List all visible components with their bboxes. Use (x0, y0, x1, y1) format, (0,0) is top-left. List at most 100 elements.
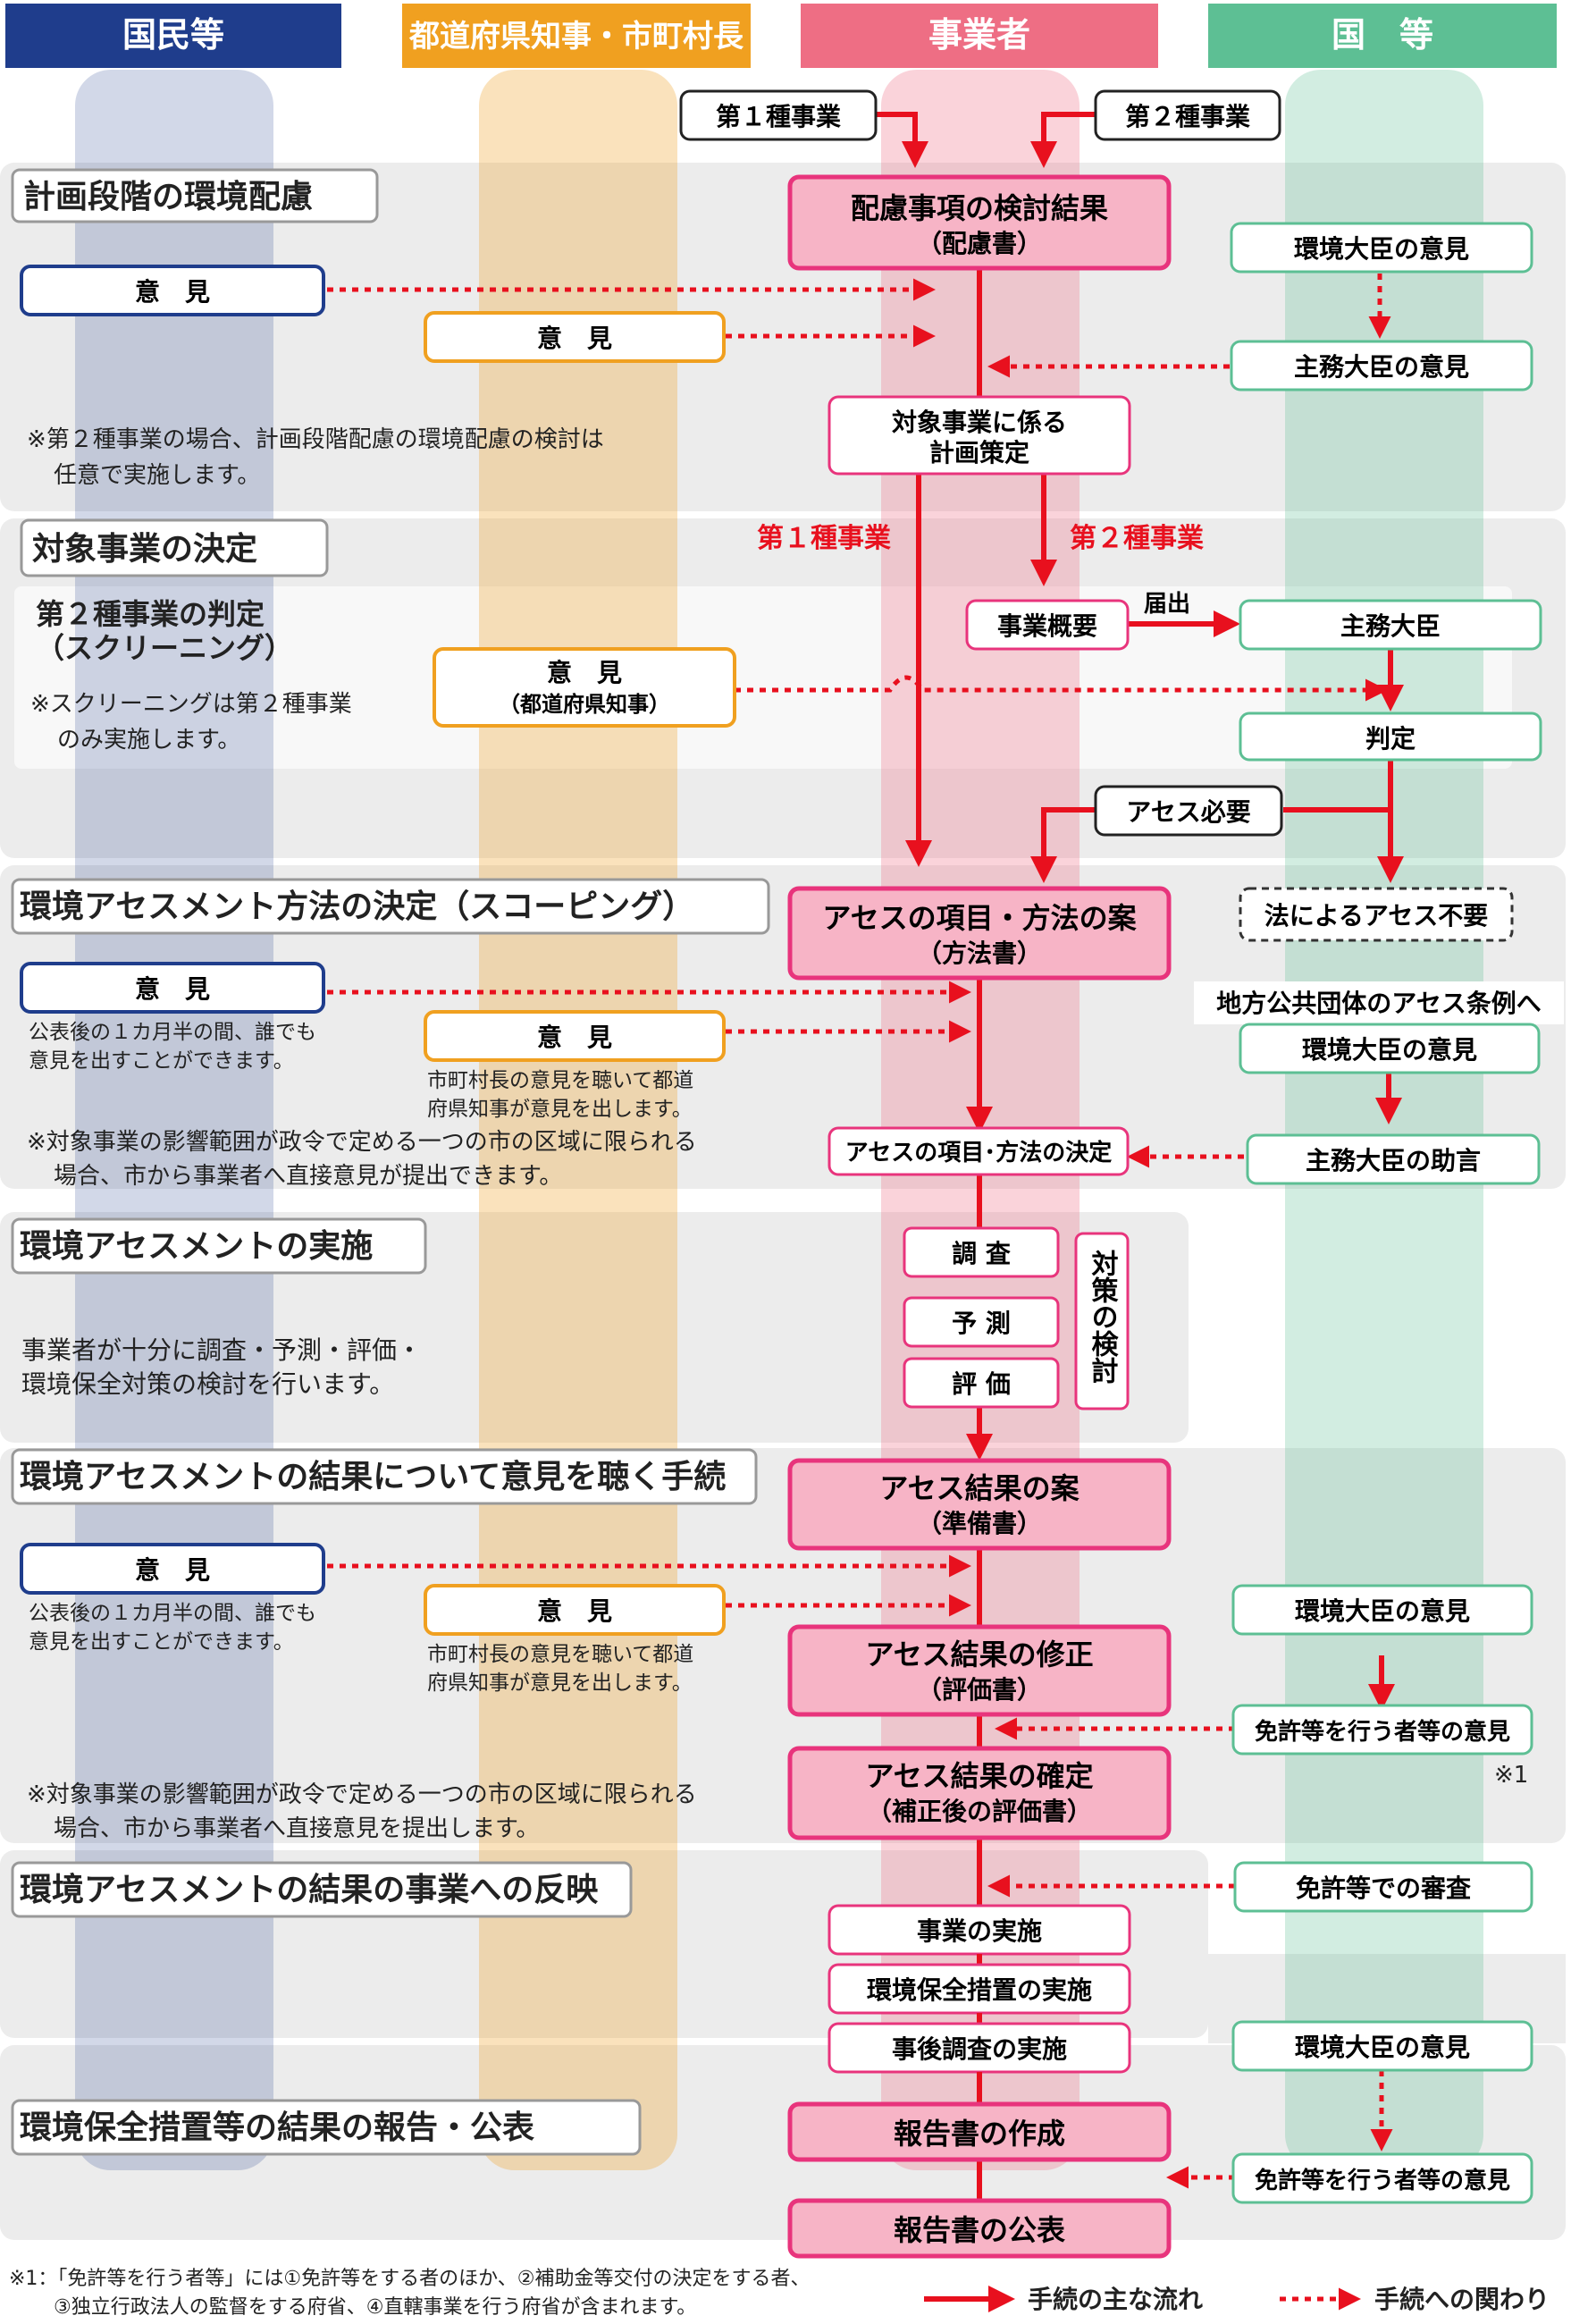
section-scoping-nodes: アセスの項目・方法の案 （方法書） 法によるアセス不要 地方公共団体のアセス条例… (20, 886, 1564, 1190)
measures-review: 対策の検討 (1087, 1250, 1119, 1384)
final-doc-title: アセス結果の確定 (865, 1759, 1093, 1793)
section-title-reflection: 環境アセスメントの結果の事業への反映 (20, 1872, 598, 1908)
section-implementation-nodes: 調 査 予 測 評 価 対策の検討 事業者が十分に調査・予測・評価・ 環境保全対… (21, 1226, 1130, 1410)
governor-note-2-line2: 府県知事が意見を出します。 (427, 1098, 693, 1121)
implementation-desc-line1: 事業者が十分に調査・予測・評価・ (21, 1335, 422, 1365)
project-outline: 事業概要 (997, 611, 1097, 641)
opinion-note-line2: 場合、市から事業者へ直接意見を提出します。 (54, 1815, 539, 1842)
related-flow-lines (327, 274, 1393, 2189)
section-title-target-decision: 対象事業の決定 (32, 531, 257, 568)
competent-minister-screening: 主務大臣 (1340, 611, 1441, 641)
governor-note-3-line2: 府県知事が意見を出します。 (427, 1671, 693, 1695)
consideration-doc-sub: （配慮書） (917, 229, 1042, 258)
consideration-doc-title: 配慮事項の検討結果 (851, 191, 1108, 225)
plan-formulation-line2: 計画策定 (929, 438, 1029, 467)
citizen-note-3-line1: 公表後の１カ月半の間、誰でも (29, 1602, 316, 1625)
env-minister-opinion-1: 環境大臣の意見 (1294, 234, 1469, 264)
revision-doc-sub: （評価書） (917, 1675, 1042, 1705)
section-title-opinion-procedure: 環境アセスメントの結果について意見を聴く手続 (20, 1459, 726, 1495)
planning-note-line2: 任意で実施します。 (54, 462, 260, 489)
scoping-note-line2: 場合、市から事業者へ直接意見が提出できます。 (54, 1163, 562, 1190)
post-survey: 事後調査の実施 (892, 2034, 1067, 2064)
plan-formulation-line1: 対象事業に係る (892, 408, 1067, 437)
evaluation: 評 価 (952, 1369, 1011, 1399)
planning-note-line1: ※第２種事業の場合、計画段階配慮の環境配慮の検討は (27, 426, 604, 453)
screening-note-line1: ※スクリーニングは第２種事業 (30, 691, 352, 718)
section-title-scoping: 環境アセスメント方法の決定（スコーピング） (20, 888, 694, 925)
report-publication: 報告書の公表 (894, 2213, 1065, 2247)
prep-doc-title: アセス結果の案 (879, 1471, 1080, 1505)
legend-main-label: 手続の主な流れ (1028, 2285, 1203, 2314)
report-creation: 報告書の作成 (894, 2117, 1065, 2151)
type2-branch-label: 第２種事業 (1070, 523, 1204, 554)
licensing-review: 免許等での審査 (1296, 1874, 1471, 1903)
assessment-not-required: 法によるアセス不要 (1264, 901, 1489, 930)
type1-project: 第１種事業 (716, 102, 841, 131)
governor-note-3-line1: 市町村長の意見を聴いて都道 (427, 1643, 693, 1666)
screening-note-line2: のみ実施します。 (57, 727, 240, 754)
notify-label: 届出 (1144, 591, 1190, 618)
section-target-nodes: 第１種事業 第２種事業 第２種事業の判定 （スクリーニング） ※スクリーニングは… (30, 523, 1542, 837)
section-title-implementation: 環境アセスメントの実施 (20, 1228, 373, 1265)
governor-screening-opinion: 意 見 (547, 658, 622, 687)
competent-minister-opinion-1: 主務大臣の意見 (1294, 352, 1469, 382)
column-header-citizens: 国民等 (122, 15, 224, 55)
section-opinion-nodes: アセス結果の案 （準備書） 意 見 公表後の１カ月半の間、誰でも 意見を出すこと… (20, 1458, 1533, 1842)
footnote-mark-1: ※1 (1494, 1762, 1528, 1789)
governor-screening-opinion-sub: （都道府県知事） (499, 692, 670, 717)
licensing-opinion-1: 免許等を行う者等の意見 (1255, 1718, 1510, 1746)
citizen-note-2-line1: 公表後の１カ月半の間、誰でも (29, 1021, 316, 1044)
section-planning-nodes: 配慮事項の検討結果 （配慮書） 環境大臣の意見 主務大臣の意見 意 見 意 見 … (20, 174, 1533, 489)
footnote-line1: ※1：「免許等を行う者等」には①免許等をする者のほか、②補助金等交付の決定をする… (9, 2268, 810, 2290)
implementation-desc-line2: 環境保全対策の検討を行います。 (21, 1369, 394, 1399)
licensing-opinion-2: 免許等を行う者等の意見 (1255, 2167, 1510, 2194)
footer: ※1：「免許等を行う者等」には①免許等をする者のほか、②補助金等交付の決定をする… (9, 2268, 1550, 2319)
assessment-required: アセス必要 (1126, 797, 1250, 827)
competent-minister-advice: 主務大臣の助言 (1306, 1146, 1481, 1175)
project-implementation: 事業の実施 (917, 1916, 1042, 1946)
top-type-boxes: 第１種事業 第２種事業 (679, 89, 1281, 141)
legend-related-label: 手続への関わり (1374, 2285, 1550, 2314)
revision-doc-title: アセス結果の修正 (865, 1638, 1093, 1671)
section-title-planning: 計画段階の環境配慮 (23, 179, 313, 215)
column-header-governors: 都道府県知事・市町村長 (408, 19, 744, 55)
citizen-note-3-line2: 意見を出すことができます。 (29, 1630, 294, 1654)
section-titles: 計画段階の環境配慮 対象事業の決定 環境アセスメント方法の決定（スコーピング） … (11, 168, 770, 2156)
column-headers: 国民等 都道府県知事・市町村長 事業者 国 等 (5, 4, 1557, 68)
opinion-note-line1: ※対象事業の影響範囲が政令で定める一つの市の区域に限られる (27, 1781, 697, 1808)
governor-opinion-1: 意 見 (537, 324, 612, 353)
env-minister-opinion-3: 環境大臣の意見 (1295, 1596, 1470, 1626)
measures-implementation: 環境保全措置の実施 (867, 1975, 1092, 2005)
section-reflection-nodes: 免許等での審査 事業の実施 環境保全措置の実施 事後調査の実施 (828, 1861, 1533, 2104)
forecast: 予 測 (952, 1309, 1011, 1338)
method-doc-sub: （方法書） (917, 939, 1042, 968)
method-decision: アセスの項目･方法の決定 (845, 1139, 1112, 1166)
env-minister-opinion-4: 環境大臣の意見 (1295, 2033, 1470, 2062)
citizen-note-2-line2: 意見を出すことができます。 (29, 1049, 294, 1073)
type2-project: 第２種事業 (1125, 102, 1250, 131)
citizen-opinion-3: 意 見 (135, 1555, 210, 1585)
survey: 調 査 (952, 1239, 1011, 1268)
screening-judgment: 判定 (1365, 724, 1416, 754)
governor-opinion-2: 意 見 (537, 1023, 612, 1052)
governor-opinion-3: 意 見 (537, 1596, 612, 1626)
footnote-line2: ③独立行政法人の監督をする府省、④直轄事業を行う府省が含まれます。 (54, 2296, 696, 2319)
main-flow-lines (876, 112, 1404, 2206)
env-minister-opinion-2: 環境大臣の意見 (1302, 1035, 1477, 1065)
type1-branch-label: 第１種事業 (757, 523, 891, 554)
governor-note-2-line1: 市町村長の意見を聴いて都道 (427, 1069, 693, 1092)
method-doc-title: アセスの項目・方法の案 (822, 901, 1137, 935)
screening-title-line2: （スクリーニング） (36, 631, 293, 665)
citizen-opinion-1: 意 見 (135, 277, 210, 307)
screening-title-line1: 第２種事業の判定 (36, 597, 265, 631)
column-header-national: 国 等 (1332, 15, 1433, 55)
section-report-nodes: 環境大臣の意見 報告書の作成 免許等を行う者等の意見 報告書の公表 (787, 2020, 1533, 2259)
prep-doc-sub: （準備書） (917, 1509, 1042, 1538)
final-doc-sub: （補正後の評価書） (867, 1797, 1092, 1826)
scoping-note-line1: ※対象事業の影響範囲が政令で定める一つの市の区域に限られる (27, 1129, 697, 1156)
column-header-operator: 事業者 (928, 15, 1030, 55)
local-ordinance: 地方公共団体のアセス条例へ (1216, 989, 1541, 1018)
section-title-report: 環境保全措置等の結果の報告・公表 (20, 2109, 534, 2146)
